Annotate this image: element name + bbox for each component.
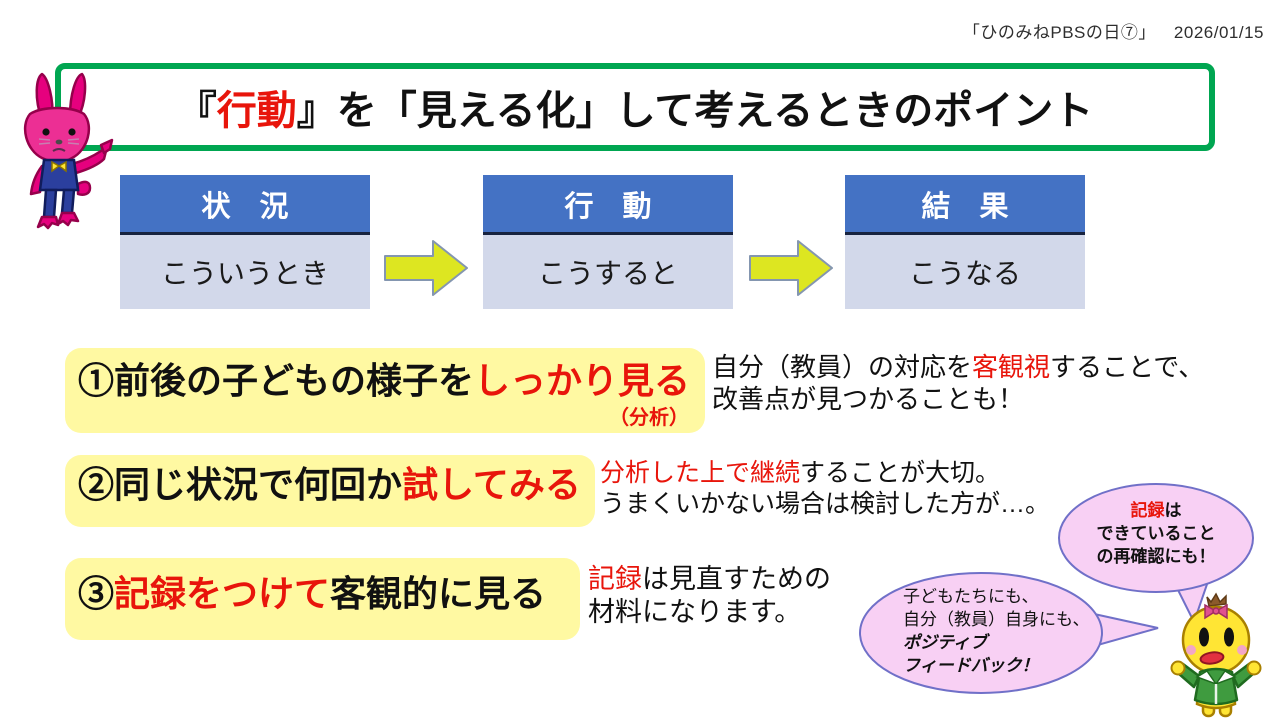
- flow-box-body: こうすると: [483, 235, 733, 309]
- right-block-arrow-icon: [748, 237, 835, 304]
- speech-bubble-shape: [859, 572, 1159, 694]
- pink-rabbit-mascot-icon: [12, 66, 117, 234]
- point-box-1: ①前後の子どもの様子をしっかり見る （分析）: [65, 348, 705, 433]
- bubble-feedback-text: 子どもたちにも、 自分（教員）自身にも、 ポジティブ フィードバック！: [903, 587, 1090, 675]
- point-note: （分析）: [609, 407, 689, 429]
- side-note-3: 記録は見直すための 材料になります。: [588, 564, 831, 627]
- speech-bubble-feedback: 子どもたちにも、 自分（教員）自身にも、 ポジティブ フィードバック！: [858, 570, 1163, 700]
- flow-box-body: こうなる: [845, 235, 1085, 309]
- point-box-2: ②同じ状況で何回か試してみる: [65, 455, 595, 527]
- side-note-1: 自分（教員）の対応を客観視することで、 改善点が見つかることも！: [712, 352, 1205, 414]
- flow-box-situation: 状 況 こういうとき: [120, 175, 370, 309]
- page-title: 『行動』を「見える化」して考えるときのポイント: [176, 89, 1094, 133]
- side-note-2: 分析した上で継続することが大切。 うまくいかない場合は検討した方が…。: [600, 459, 1051, 518]
- point-text: ③記録をつけて客観的に見る: [78, 573, 547, 614]
- event-label: 「ひのみねPBSの日⑦」: [962, 23, 1156, 42]
- point-text: ②同じ状況で何回か試してみる: [78, 464, 581, 505]
- slide-date-line: 「ひのみねPBSの日⑦」 2026/01/15: [963, 18, 1264, 43]
- flow-box-header: 結 果: [845, 175, 1085, 235]
- flow-box-header: 行 動: [483, 175, 733, 235]
- yellow-chick-mascot-icon: [1163, 592, 1270, 720]
- flow-box-header: 状 況: [120, 175, 370, 235]
- title-emphasis: 行動: [216, 89, 297, 133]
- point-box-3: ③記録をつけて客観的に見る: [65, 558, 580, 640]
- speech-bubble-records: 記録は できていること の再確認にも！: [1056, 482, 1260, 625]
- speech-bubble-shape: [1058, 483, 1254, 625]
- flow-box-body: こういうとき: [120, 235, 370, 309]
- right-block-arrow-icon: [383, 237, 470, 304]
- point-text: ①前後の子どもの様子をしっかり見る: [78, 360, 691, 401]
- bubble-records-text: 記録は できていること の再確認にも！: [1096, 501, 1216, 566]
- date-text: 2026/01/15: [1173, 23, 1264, 42]
- title-box: 『行動』を「見える化」して考えるときのポイント: [55, 63, 1215, 151]
- flow-box-result: 結 果 こうなる: [845, 175, 1085, 309]
- flow-box-behavior: 行 動 こうすると: [483, 175, 733, 309]
